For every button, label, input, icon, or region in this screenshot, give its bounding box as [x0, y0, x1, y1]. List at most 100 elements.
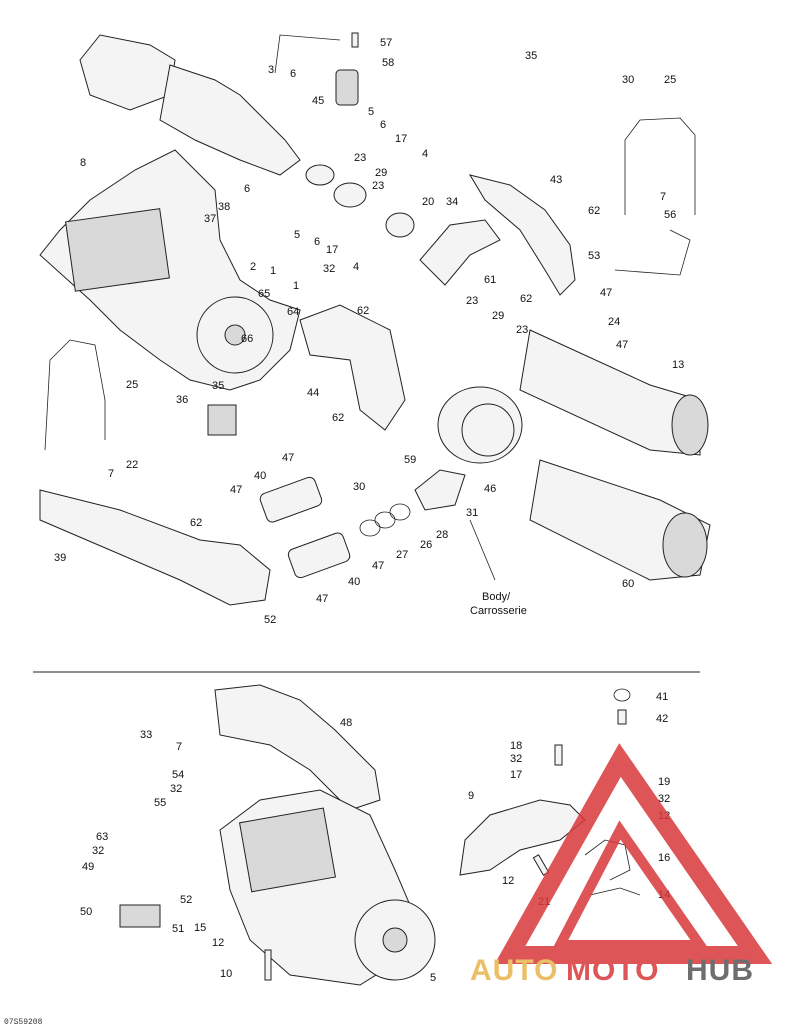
- callout-c1: 1: [270, 265, 276, 277]
- leader-3: [274, 34, 341, 74]
- bracket-50: [119, 904, 161, 928]
- bracket-53: [614, 229, 691, 276]
- bolt-42: [617, 709, 627, 725]
- callout-c35b: 35: [212, 380, 224, 392]
- exhaust-elbow-43: [468, 174, 576, 296]
- callout-c17a: 17: [395, 133, 407, 145]
- bracket-14: [589, 887, 641, 896]
- drawing-reference: 07S59208: [4, 1018, 43, 1027]
- callout-b32a: 32: [510, 753, 522, 765]
- callout-b19: 19: [658, 776, 670, 788]
- callout-c6a: 6: [290, 68, 296, 80]
- resonator-59-inner: [461, 403, 515, 457]
- callout-c23c: 23: [466, 295, 478, 307]
- coupling-29a: [333, 182, 367, 208]
- callout-c7a: 7: [660, 191, 666, 203]
- callout-c22: 22: [126, 459, 138, 471]
- callout-c23b: 23: [372, 180, 384, 192]
- logo-triangle-inner: [551, 820, 710, 950]
- callout-b12c: 12: [212, 937, 224, 949]
- bracket-45: [335, 69, 359, 106]
- callout-c47b: 47: [616, 339, 628, 351]
- callout-c62d: 62: [332, 412, 344, 424]
- callout-c5b: 5: [294, 229, 300, 241]
- callout-b51: 51: [172, 923, 184, 935]
- callout-c53: 53: [588, 250, 600, 262]
- callout-c34: 34: [446, 196, 458, 208]
- bolt-10: [264, 949, 272, 981]
- callout-c13: 13: [672, 359, 684, 371]
- strap-25-right: [624, 117, 696, 215]
- callout-b32d: 32: [92, 845, 104, 857]
- body-label-line1: Body/: [482, 591, 511, 603]
- callout-c47f: 47: [316, 593, 328, 605]
- callout-b16: 16: [658, 852, 670, 864]
- callout-b41: 41: [656, 691, 668, 703]
- callout-c46: 46: [484, 483, 496, 495]
- heat-shield-9: [459, 799, 586, 876]
- callout-c59: 59: [404, 454, 416, 466]
- cylinder-head: [65, 208, 170, 292]
- callout-c40a: 40: [254, 470, 266, 482]
- muffler-13-end: [671, 394, 709, 456]
- starter-motor: [79, 34, 176, 111]
- callout-c60: 60: [622, 578, 634, 590]
- callout-b18: 18: [510, 740, 522, 752]
- callout-c40b: 40: [348, 576, 360, 588]
- callout-c24: 24: [608, 316, 620, 328]
- callout-b42: 42: [656, 713, 668, 725]
- bracket-36: [207, 404, 237, 436]
- callout-c20: 20: [422, 196, 434, 208]
- callout-c62c: 62: [357, 305, 369, 317]
- callout-c27: 27: [396, 549, 408, 561]
- tuned-pipe: [159, 64, 301, 176]
- logo-triangle-outer: [494, 743, 773, 964]
- callout-c30b: 30: [353, 481, 365, 493]
- callout-b63: 63: [96, 831, 108, 843]
- callout-c29b: 29: [492, 310, 504, 322]
- callout-b54: 54: [172, 769, 184, 781]
- callout-c23a: 23: [354, 152, 366, 164]
- callout-c5a: 5: [368, 106, 374, 118]
- body-label-line2: Carrosserie: [470, 605, 527, 617]
- callout-c4a: 4: [422, 148, 428, 160]
- callout-c6b: 6: [380, 119, 386, 131]
- callout-c62b: 62: [520, 293, 532, 305]
- callout-c62e: 62: [190, 517, 202, 529]
- flywheel-hub-bottom: [382, 927, 408, 953]
- callout-b55: 55: [154, 797, 166, 809]
- callout-c29a: 29: [375, 167, 387, 179]
- pipe-34: [419, 219, 501, 286]
- callout-c6c: 6: [244, 183, 250, 195]
- callout-b15: 15: [194, 922, 206, 934]
- callout-c47d: 47: [230, 484, 242, 496]
- callout-b33: 33: [140, 729, 152, 741]
- callout-c64: 64: [287, 306, 299, 318]
- logo-moto: MOTO: [566, 954, 659, 987]
- callout-b48: 48: [340, 717, 352, 729]
- callout-c31: 31: [466, 507, 478, 519]
- callout-b10: 10: [220, 968, 232, 980]
- callout-c2: 2: [250, 261, 256, 273]
- muffler-60-end: [662, 512, 708, 578]
- callout-c36: 36: [176, 394, 188, 406]
- cylinder-head-bottom: [238, 807, 337, 893]
- callout-c47a: 47: [600, 287, 612, 299]
- callout-c57: 57: [380, 37, 392, 49]
- pipe-40b: [287, 532, 351, 579]
- callout-c66: 66: [241, 333, 253, 345]
- callout-c25b: 25: [126, 379, 138, 391]
- callout-b5: 5: [430, 972, 436, 984]
- pan-39: [39, 489, 271, 606]
- callout-b52: 52: [180, 894, 192, 906]
- callout-c8: 8: [80, 157, 86, 169]
- callout-c44: 44: [307, 387, 319, 399]
- callout-c43: 43: [550, 174, 562, 186]
- callout-c25a: 25: [664, 74, 676, 86]
- muffler-13: [519, 329, 701, 456]
- cone-31: [414, 469, 466, 511]
- callout-b49: 49: [82, 861, 94, 873]
- callout-c32a: 32: [323, 263, 335, 275]
- callout-c7b: 7: [108, 468, 114, 480]
- callout-c65: 65: [258, 288, 270, 300]
